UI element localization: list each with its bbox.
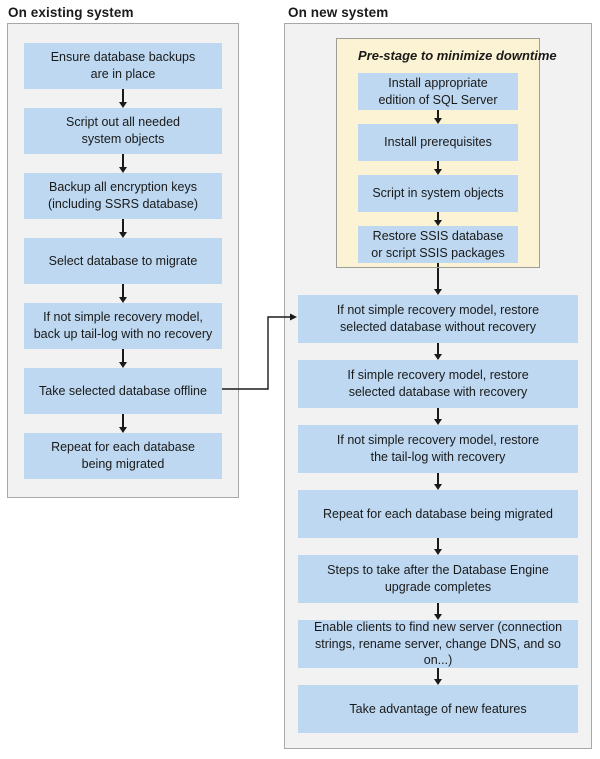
- existing-step-3: Backup all encryption keys (including SS…: [24, 173, 222, 219]
- arrow-down-icon: [119, 284, 128, 303]
- existing-step-5: If not simple recovery model, back up ta…: [24, 303, 222, 349]
- arrow-down-icon: [434, 110, 443, 124]
- prestage-step-4: Restore SSIS database or script SSIS pac…: [358, 226, 518, 263]
- existing-system-heading: On existing system: [8, 5, 134, 20]
- new-step-2: If simple recovery model, restore select…: [298, 360, 578, 408]
- prestage-title: Pre-stage to minimize downtime: [358, 48, 557, 63]
- new-step-1: If not simple recovery model, restore se…: [298, 295, 578, 343]
- new-system-heading: On new system: [288, 5, 389, 20]
- arrow-down-icon: [434, 212, 443, 226]
- arrow-down-icon: [434, 538, 443, 555]
- prestage-step-1: Install appropriate edition of SQL Serve…: [358, 73, 518, 110]
- arrow-down-icon: [434, 161, 443, 175]
- arrow-down-icon: [434, 268, 443, 295]
- arrow-down-icon: [434, 603, 443, 620]
- existing-step-7: Repeat for each database being migrated: [24, 433, 222, 479]
- new-step-7: Take advantage of new features: [298, 685, 578, 733]
- prestage-step-2: Install prerequisites: [358, 124, 518, 161]
- arrow-down-icon: [434, 343, 443, 360]
- arrow-down-icon: [119, 414, 128, 433]
- prestage-step-3: Script in system objects: [358, 175, 518, 212]
- existing-step-6: Take selected database offline: [24, 368, 222, 414]
- new-step-6: Enable clients to find new server (conne…: [298, 620, 578, 668]
- new-system-panel: Pre-stage to minimize downtime Install a…: [284, 23, 592, 749]
- new-step-3: If not simple recovery model, restore th…: [298, 425, 578, 473]
- arrow-down-icon: [434, 668, 443, 685]
- existing-step-4: Select database to migrate: [24, 238, 222, 284]
- existing-system-panel: Ensure database backups are in place Scr…: [7, 23, 239, 498]
- arrow-stem: [437, 263, 439, 267]
- arrow-down-icon: [434, 408, 443, 425]
- existing-step-2: Script out all needed system objects: [24, 108, 222, 154]
- existing-step-1: Ensure database backups are in place: [24, 43, 222, 89]
- new-step-4: Repeat for each database being migrated: [298, 490, 578, 538]
- prestage-group: Pre-stage to minimize downtime Install a…: [336, 38, 557, 268]
- arrow-down-icon: [119, 349, 128, 368]
- new-step-5: Steps to take after the Database Engine …: [298, 555, 578, 603]
- arrow-down-icon: [434, 473, 443, 490]
- arrow-down-icon: [119, 154, 128, 173]
- arrow-down-icon: [119, 219, 128, 238]
- arrow-down-icon: [119, 89, 128, 108]
